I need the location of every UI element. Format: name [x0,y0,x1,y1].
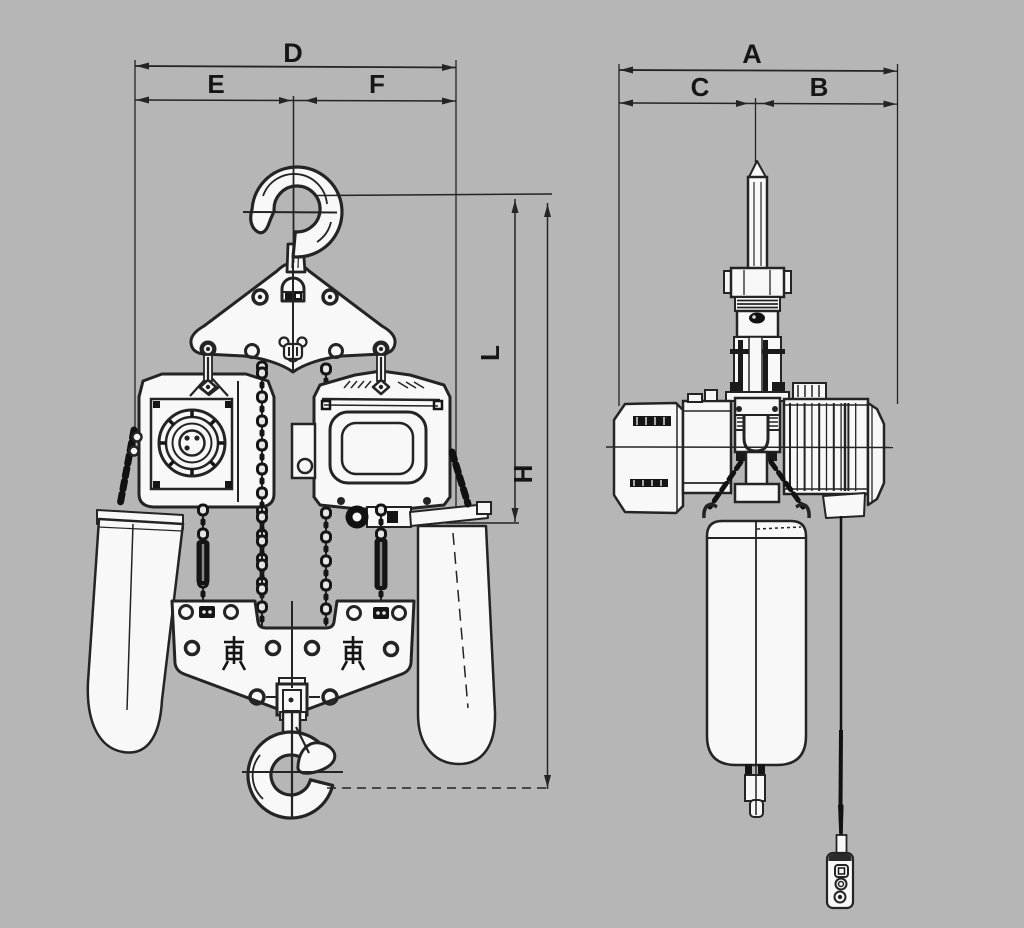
svg-text:B: B [810,72,829,102]
svg-text:H: H [508,465,538,484]
svg-text:A: A [742,39,762,69]
svg-text:D: D [283,38,303,68]
svg-text:F: F [369,69,385,99]
svg-text:L: L [475,345,505,361]
svg-text:C: C [691,72,710,102]
svg-text:E: E [207,69,224,99]
